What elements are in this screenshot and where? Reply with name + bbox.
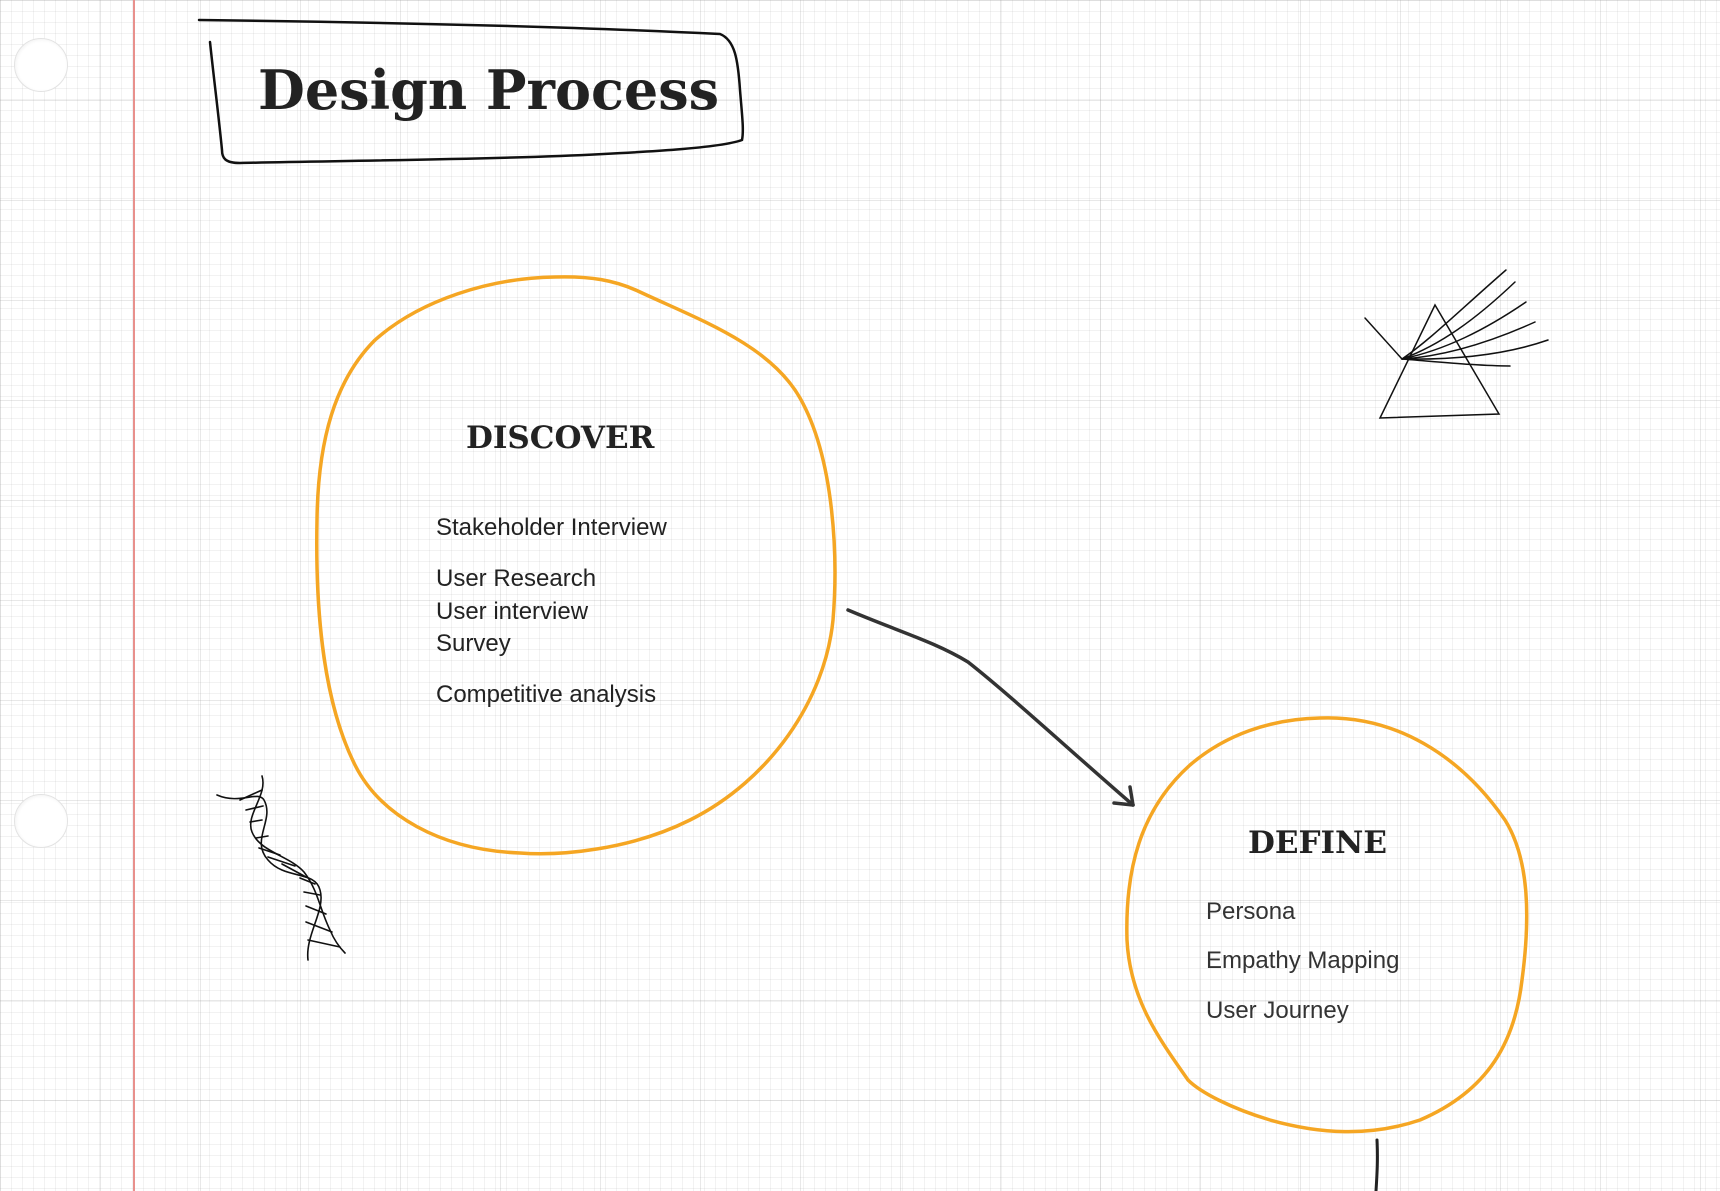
define-circle <box>1125 716 1529 1134</box>
margin-line <box>133 0 135 1191</box>
arrow-icon <box>846 608 1135 807</box>
discover-item: Competitive analysis <box>436 681 657 708</box>
continuation-line <box>1374 1138 1379 1191</box>
define-heading: DEFINE <box>1248 825 1387 861</box>
dna-icon <box>216 775 346 961</box>
discover-item: Survey <box>436 630 511 657</box>
discover-item: Stakeholder Interview <box>436 514 667 541</box>
discover-item: User interview <box>436 598 589 625</box>
prism-icon <box>1364 269 1549 419</box>
discover-heading: DISCOVER <box>466 420 655 456</box>
page-title: Design Process <box>258 58 720 122</box>
define-item: Empathy Mapping <box>1206 947 1400 974</box>
punch-hole-top <box>14 38 68 92</box>
title-box <box>197 18 745 165</box>
punch-hole-middle <box>14 794 68 848</box>
define-item: User Journey <box>1206 997 1349 1024</box>
discover-item: User Research <box>436 565 597 592</box>
define-item: Persona <box>1206 898 1296 925</box>
discover-circle <box>315 275 837 856</box>
